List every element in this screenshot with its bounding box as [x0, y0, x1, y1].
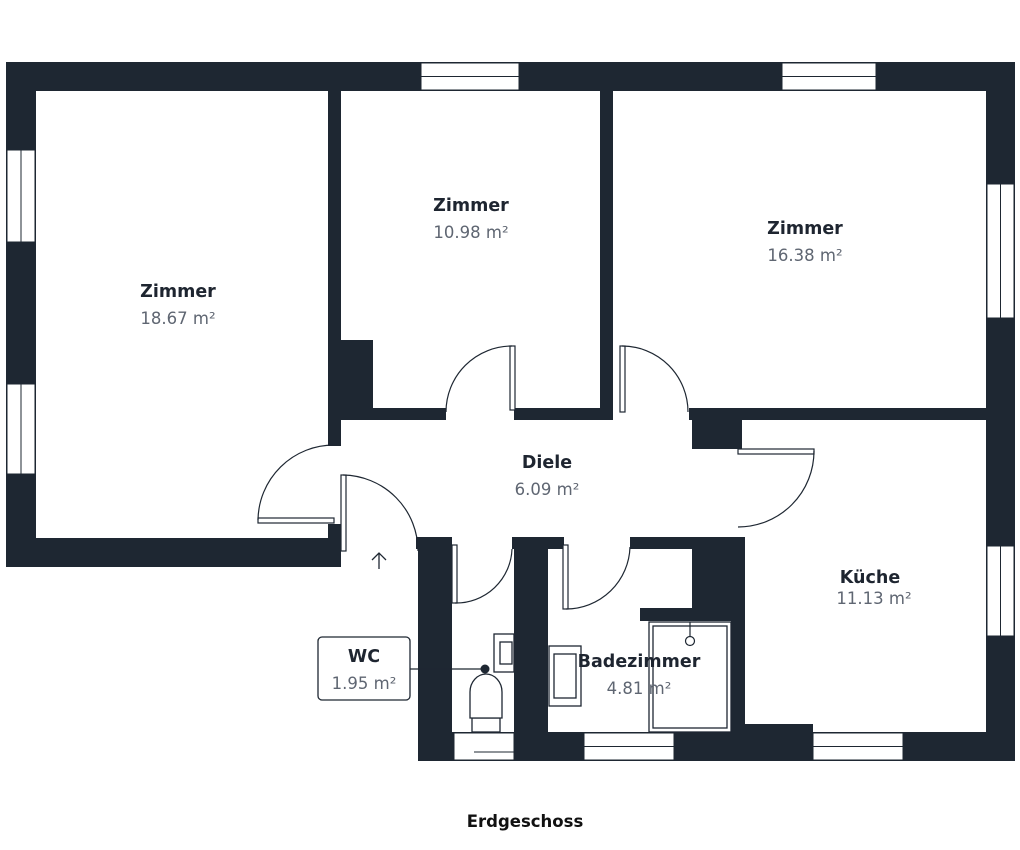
wc-toilet-bowl	[469, 673, 503, 719]
door-swing-zimmer-west	[257, 444, 335, 521]
door-swing-kueche	[737, 450, 815, 528]
wall-block-kueche	[692, 408, 742, 449]
room-area-zimmer-ost: 16.38 m²	[767, 246, 842, 265]
wall-kueche-bottom-block	[731, 724, 813, 761]
door-swing-zimmer-ost	[621, 345, 689, 413]
door-leaf-zimmer-ost	[619, 345, 626, 413]
room-area-zimmer-mitte: 10.98 m²	[433, 223, 508, 242]
door-swing-entrance	[342, 474, 419, 552]
wc-label-box	[317, 636, 411, 701]
wc-sink-basin	[499, 641, 513, 665]
room-name-badezimmer: Badezimmer	[578, 652, 701, 672]
door-swing-wc	[454, 548, 513, 604]
bad-sink-basin	[553, 653, 577, 699]
fixtures	[469, 621, 732, 733]
room-area-badezimmer: 4.81 m²	[607, 679, 672, 698]
door-leaf-zimmer-west	[257, 517, 335, 524]
door-leaf-kueche	[737, 448, 815, 455]
entrance-arrow-icon	[371, 552, 387, 569]
room-name-wc: WC	[348, 647, 380, 667]
walls	[6, 62, 1015, 761]
wall-partition-west-stub	[328, 524, 341, 544]
wall-mitte-bottom-left	[341, 408, 446, 420]
room-area-kueche: 11.13 m²	[836, 589, 911, 608]
wall-wc-right	[514, 537, 548, 761]
wc-leader-dot	[480, 664, 490, 674]
wall-ost-bottom	[689, 408, 999, 420]
wc-toilet-tank	[471, 717, 501, 733]
door-leaf-bad	[562, 544, 569, 610]
wall-block-mitte	[341, 340, 373, 420]
door-leaf-zimmer-mitte	[509, 345, 516, 411]
wall-kueche-left	[731, 537, 745, 761]
room-name-zimmer-west: Zimmer	[140, 282, 216, 302]
room-name-zimmer-ost: Zimmer	[767, 219, 843, 239]
doors	[257, 345, 815, 610]
window-bottom-wc	[453, 732, 515, 761]
door-swing-zimmer-mitte	[445, 345, 513, 413]
room-area-zimmer-west: 18.67 m²	[140, 309, 215, 328]
wall-partition-west	[328, 62, 341, 446]
door-leaf-wc	[451, 544, 458, 604]
wall-west-bottom	[6, 538, 341, 567]
wall-shower-top	[640, 608, 744, 621]
door-leaf-entrance	[340, 474, 347, 552]
room-name-diele: Diele	[522, 453, 572, 473]
room-labels: Zimmer 18.67 m² Zimmer 10.98 m² Zimmer 1…	[140, 196, 911, 698]
wall-mitte-bottom-right	[514, 408, 606, 420]
room-area-wc: 1.95 m²	[332, 674, 397, 693]
wall-partition-east	[600, 62, 613, 420]
room-name-zimmer-mitte: Zimmer	[433, 196, 509, 216]
room-name-kueche: Küche	[840, 568, 901, 588]
door-swing-bad	[565, 546, 631, 610]
room-area-diele: 6.09 m²	[515, 480, 580, 499]
wall-wc-left	[418, 537, 452, 761]
bad-shower-tray	[652, 625, 728, 729]
floor-label: Erdgeschoss	[467, 812, 584, 831]
wall-outer-left	[6, 62, 36, 567]
windows	[6, 62, 1015, 761]
